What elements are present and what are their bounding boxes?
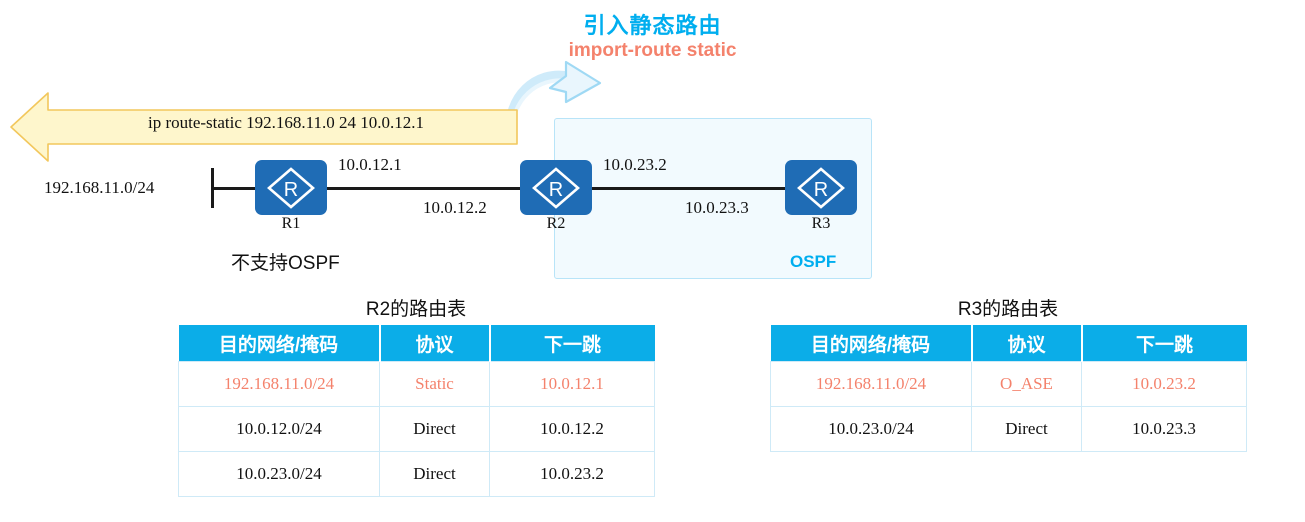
r3-routing-table: 目的网络/掩码 协议 下一跳 192.168.11.0/24 O_ASE 10.… — [770, 325, 1247, 452]
cell-nexthop: 10.0.23.2 — [1081, 361, 1247, 407]
table-header-row: 目的网络/掩码 协议 下一跳 — [770, 325, 1247, 362]
link-r2-r3 — [591, 187, 786, 190]
table-header-row: 目的网络/掩码 协议 下一跳 — [178, 325, 655, 362]
link-r1-r2 — [326, 187, 522, 190]
cell-nexthop: 10.0.12.1 — [489, 361, 655, 407]
r3-routing-table-block: R3的路由表 目的网络/掩码 协议 下一跳 192.168.11.0/24 O_… — [770, 294, 1247, 452]
network-label-192: 192.168.11.0/24 — [44, 178, 155, 197]
router-r2[interactable]: R R2 — [520, 160, 592, 233]
column-header-nexthop: 下一跳 — [1081, 325, 1247, 362]
router-r3-label: R3 — [811, 215, 831, 232]
column-header-destination: 目的网络/掩码 — [178, 325, 381, 362]
router-icon: R — [520, 160, 592, 215]
cell-protocol: Direct — [379, 406, 490, 452]
r3-routing-table-title: R3的路由表 — [957, 299, 1059, 320]
cell-nexthop: 10.0.23.3 — [1081, 406, 1247, 452]
cell-destination: 10.0.23.0/24 — [770, 406, 972, 452]
column-header-protocol: 协议 — [379, 325, 491, 362]
router-icon: R — [255, 160, 327, 215]
cell-destination: 192.168.11.0/24 — [770, 361, 972, 407]
table-row: 192.168.11.0/24 Static 10.0.12.1 — [178, 361, 655, 407]
interface-ip-r2-to-r1: 10.0.12.2 — [423, 198, 487, 217]
r2-routing-table-block: R2的路由表 目的网络/掩码 协议 下一跳 192.168.11.0/24 St… — [178, 294, 655, 497]
r2-routing-table: 目的网络/掩码 协议 下一跳 192.168.11.0/24 Static 10… — [178, 325, 655, 497]
cell-nexthop: 10.0.23.2 — [489, 451, 655, 497]
cell-protocol: Direct — [379, 451, 490, 497]
cell-protocol: Direct — [971, 406, 1082, 452]
static-route-banner-icon — [6, 88, 526, 177]
cell-protocol: Static — [379, 361, 490, 407]
import-route-command: import-route static — [568, 40, 737, 61]
link-segment-to-r1 — [211, 187, 257, 190]
cell-destination: 10.0.12.0/24 — [178, 406, 380, 452]
static-route-command-text: ip route-static 192.168.11.0 24 10.0.12.… — [147, 113, 425, 132]
cell-destination: 10.0.23.0/24 — [178, 451, 380, 497]
table-row: 10.0.12.0/24 Direct 10.0.12.2 — [178, 406, 655, 452]
interface-ip-r3-to-r2: 10.0.23.3 — [685, 198, 749, 217]
cell-protocol: O_ASE — [971, 361, 1082, 407]
cell-nexthop: 10.0.12.2 — [489, 406, 655, 452]
cell-destination: 192.168.11.0/24 — [178, 361, 380, 407]
router-r1[interactable]: R R1 — [255, 160, 327, 233]
router-icon: R — [785, 160, 857, 215]
r2-routing-table-title: R2的路由表 — [365, 299, 467, 320]
r1-no-ospf-note: 不支持OSPF — [231, 253, 340, 274]
svg-text:R: R — [284, 179, 298, 201]
table-row: 10.0.23.0/24 Direct 10.0.23.2 — [178, 451, 655, 497]
column-header-protocol: 协议 — [971, 325, 1083, 362]
svg-text:R: R — [814, 179, 828, 201]
table-row: 10.0.23.0/24 Direct 10.0.23.3 — [770, 406, 1247, 452]
interface-ip-r1-to-r2: 10.0.12.1 — [338, 155, 402, 174]
router-r3[interactable]: R R3 — [785, 160, 857, 233]
import-route-title: 引入静态路由 — [583, 13, 722, 38]
router-r2-label: R2 — [546, 215, 566, 232]
column-header-nexthop: 下一跳 — [489, 325, 655, 362]
table-row: 192.168.11.0/24 O_ASE 10.0.23.2 — [770, 361, 1247, 407]
interface-ip-r2-to-r3: 10.0.23.2 — [603, 155, 667, 174]
svg-text:R: R — [549, 179, 563, 201]
column-header-destination: 目的网络/掩码 — [770, 325, 973, 362]
router-r1-label: R1 — [281, 215, 301, 232]
ospf-area-label: OSPF — [790, 252, 837, 271]
